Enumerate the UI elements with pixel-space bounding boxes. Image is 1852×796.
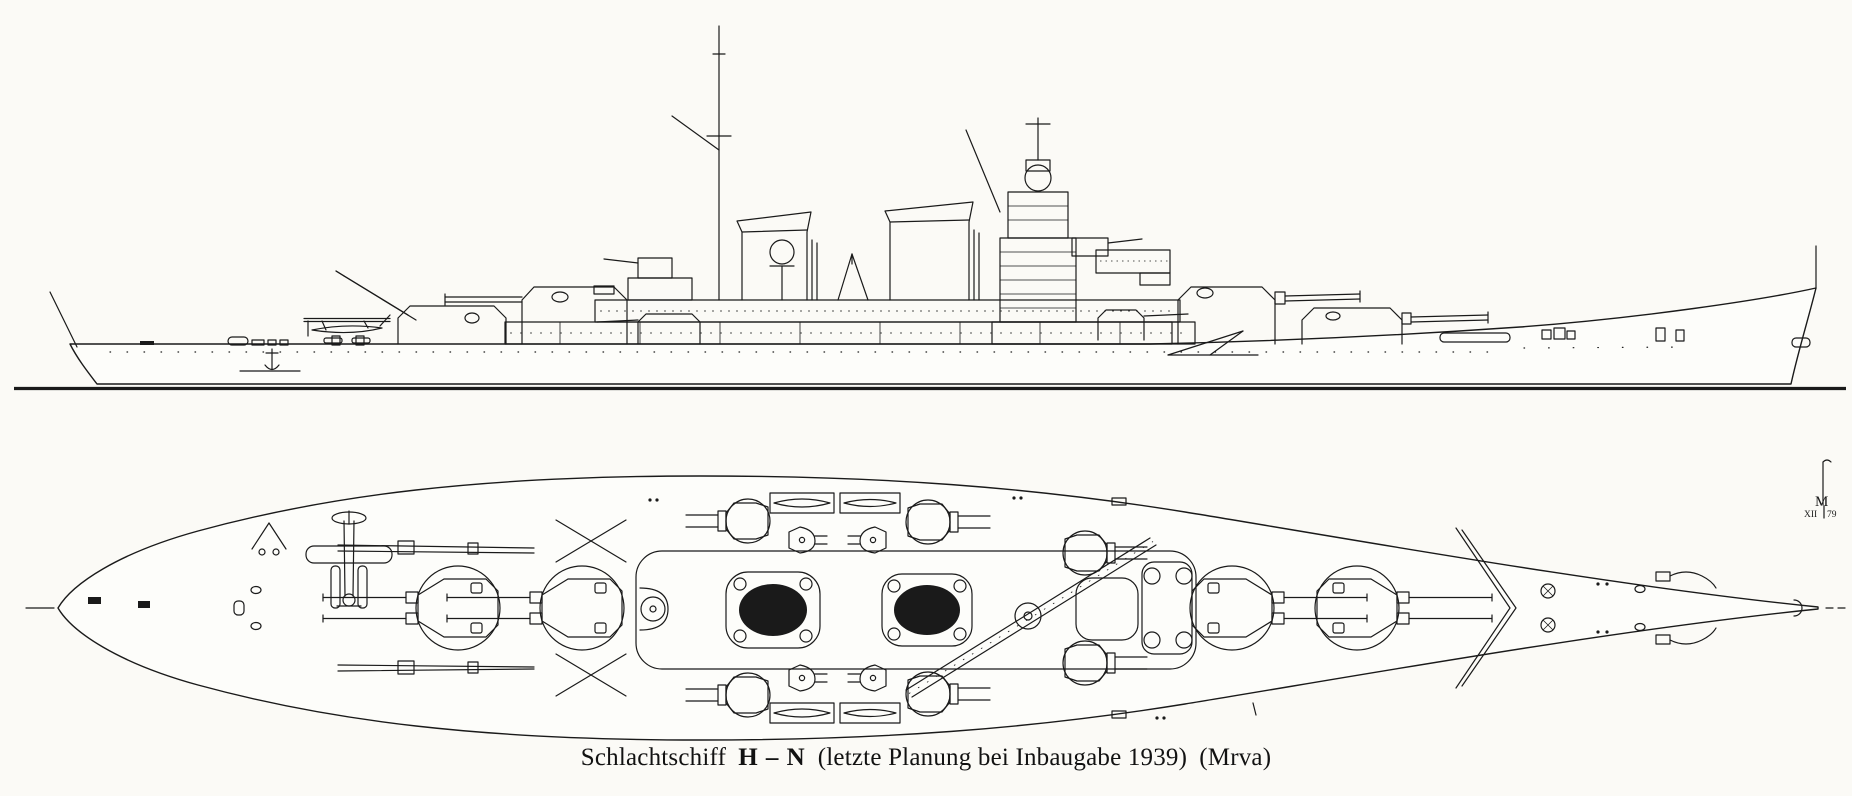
boat-boom bbox=[1167, 330, 1259, 356]
forecastle-fittings bbox=[1439, 327, 1811, 348]
caption-credit: (Mrva) bbox=[1199, 744, 1272, 771]
aft-funnel bbox=[736, 211, 818, 301]
boat-derrick bbox=[837, 253, 869, 301]
floatplane-profile bbox=[303, 314, 391, 346]
quarterdeck-booms bbox=[337, 540, 535, 675]
artist-signature: M XII 79 bbox=[1804, 459, 1837, 520]
bow-deck-details bbox=[1540, 571, 1717, 645]
aft-funnel-plan bbox=[725, 571, 821, 649]
plan-view bbox=[25, 475, 1851, 741]
searchlight-profile bbox=[769, 239, 795, 301]
bridge-block bbox=[1075, 577, 1139, 641]
caption-suffix: (letzte Planung bei Inbaugabe 1939) bbox=[817, 744, 1188, 771]
floatplane-plan bbox=[305, 510, 393, 609]
superstructure-profile bbox=[504, 299, 1196, 345]
superstructure-plan bbox=[635, 550, 1197, 670]
profile-hull bbox=[49, 245, 1817, 385]
anchor-pocket-port bbox=[1655, 571, 1717, 589]
caption: Schlachtschiff H – N (letzte Planung bei… bbox=[0, 744, 1852, 772]
caption-ship-name: H – N bbox=[738, 744, 806, 771]
quarterdeck-fittings bbox=[140, 336, 301, 372]
foremast-strut bbox=[965, 129, 1001, 213]
crane-braces bbox=[555, 519, 627, 697]
forward-secondary-profile bbox=[1071, 237, 1189, 341]
anchor-pocket-stbd bbox=[1655, 627, 1717, 645]
stern-anchor bbox=[239, 348, 301, 372]
profile-view bbox=[14, 25, 1846, 391]
mainmast-plan bbox=[639, 587, 669, 631]
fore-funnel bbox=[884, 201, 980, 301]
stern-davit bbox=[251, 522, 287, 556]
signature-year: 79 bbox=[1827, 510, 1837, 520]
fore-funnel-uptake bbox=[894, 585, 960, 635]
mainmast bbox=[671, 25, 732, 301]
aft-secondary-profile bbox=[596, 257, 701, 345]
turret-caesar-profile bbox=[444, 285, 628, 345]
breakwater bbox=[1455, 527, 1517, 689]
caption-prefix: Schlachtschiff bbox=[580, 744, 727, 771]
turret-dora-profile bbox=[335, 270, 507, 345]
rangefinder-cupola bbox=[1024, 164, 1052, 192]
aft-funnel-uptake bbox=[739, 584, 807, 636]
tower-bridge bbox=[965, 117, 1173, 345]
stern-deck-details bbox=[88, 522, 287, 631]
forward-tower-block bbox=[1141, 561, 1193, 655]
turret-bruno-profile bbox=[1177, 286, 1361, 345]
boats-plan bbox=[769, 492, 901, 724]
signature-month: XII bbox=[1804, 510, 1817, 520]
stern-flagstaff bbox=[49, 291, 78, 348]
deck-marks bbox=[648, 496, 1257, 720]
bow-fairlead bbox=[1793, 599, 1803, 617]
turret-anton-profile bbox=[1301, 307, 1489, 345]
fore-funnel-plan bbox=[881, 573, 973, 647]
signature-monogram: M bbox=[1815, 494, 1828, 510]
